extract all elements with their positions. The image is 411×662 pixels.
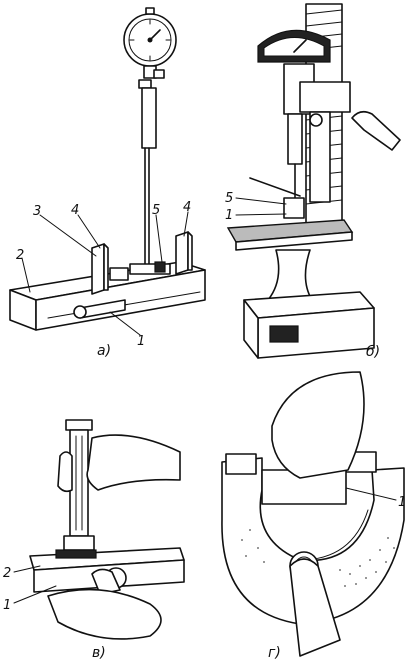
panel-b-drawing (226, 3, 401, 359)
panel-v-labels: 2 1 в) (3, 566, 106, 661)
hand-right (351, 110, 401, 151)
upright-right (175, 231, 189, 275)
panel-v-label-2: 2 (3, 566, 11, 581)
panel-a-drawing (9, 7, 206, 336)
panel-g-caption: г) (268, 645, 281, 661)
hand-upper-v (86, 434, 181, 491)
upright-left (91, 243, 105, 295)
c-frame-gauge (221, 457, 405, 625)
panel-b-caption: б) (366, 344, 380, 360)
panel-b-label-1: 1 (225, 208, 233, 223)
panel-a-label-2: 2 (16, 248, 24, 263)
panel-a-label-5: 5 (152, 203, 160, 218)
hand-lower-v (47, 588, 162, 640)
panel-g-labels: 1 г) (268, 495, 406, 661)
measured-part-b (283, 197, 305, 219)
panel-a-caption: а) (97, 343, 111, 359)
indicator-holder (141, 87, 157, 149)
panel-a-label-3: 3 (33, 204, 41, 219)
hand-upper-g (271, 371, 365, 479)
measured-part (109, 267, 129, 281)
thumb-g (289, 558, 341, 657)
panel-a-label-1: 1 (137, 334, 145, 349)
panel-a-labels: 3 4 5 4 2 1 а) (16, 200, 191, 359)
panel-g-drawing (221, 371, 405, 657)
panel-a-label-4-right: 4 (183, 200, 191, 215)
panel-v-drawing (13, 419, 185, 640)
panel-b-labels: 5 1 б) (225, 191, 380, 360)
panel-v-label-1: 1 (3, 598, 11, 613)
panel-v-caption: в) (92, 645, 106, 661)
panel-b-label-5: 5 (225, 191, 233, 206)
panel-g-label-1: 1 (398, 495, 406, 510)
panel-a-label-4-left: 4 (71, 203, 79, 218)
